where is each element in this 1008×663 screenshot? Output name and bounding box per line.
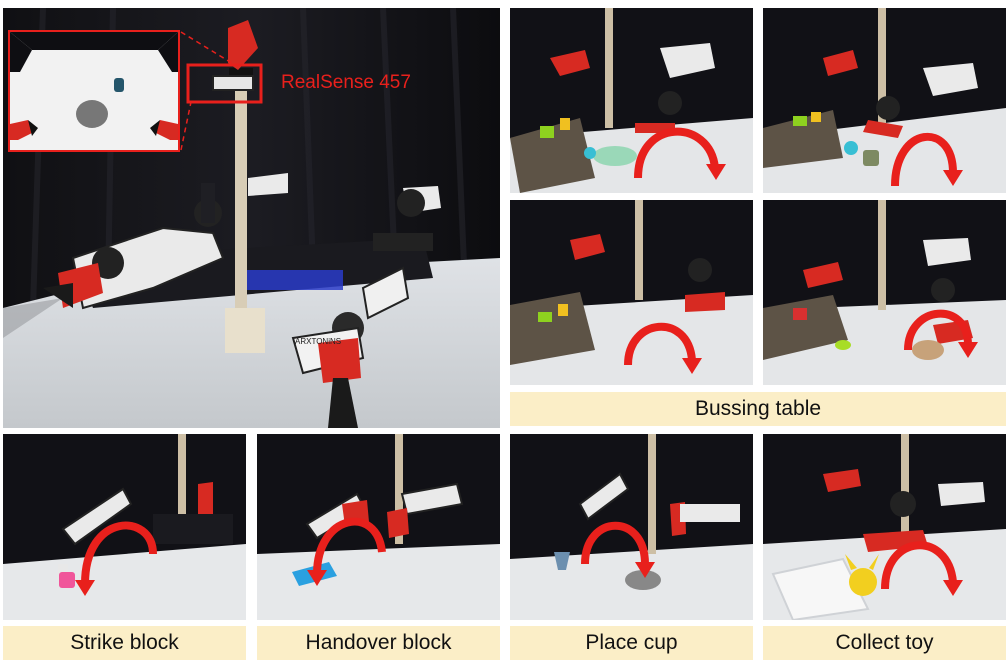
collect-toy-scene — [763, 434, 1006, 620]
camera-label: RealSense 457 — [281, 72, 411, 93]
bussing-photo-3 — [510, 200, 753, 385]
handover-block-scene — [257, 434, 500, 620]
strike-block-scene — [3, 434, 246, 620]
caption-bussing-table: Bussing table — [510, 392, 1006, 426]
strike-block-photo — [3, 434, 246, 620]
handover-block-photo — [257, 434, 500, 620]
place-cup-scene — [510, 434, 753, 620]
bussing-scene-3 — [510, 200, 753, 385]
robot-brand-text: ARXTONiNS — [295, 337, 341, 346]
main-setup-photo: ARXTONiNS — [3, 8, 500, 428]
collect-toy-photo — [763, 434, 1006, 620]
camera-highlight-box — [186, 63, 263, 104]
bussing-scene-1 — [510, 8, 753, 193]
bussing-photo-1 — [510, 8, 753, 193]
bussing-photo-4 — [763, 200, 1006, 385]
camera-view-scene — [10, 32, 178, 150]
caption-collect-toy: Collect toy — [763, 626, 1006, 660]
caption-handover-block: Handover block — [257, 626, 500, 660]
caption-strike-block: Strike block — [3, 626, 246, 660]
bussing-photo-2 — [763, 8, 1006, 193]
main-setup-scene: ARXTONiNS — [3, 8, 500, 428]
place-cup-photo — [510, 434, 753, 620]
caption-place-cup: Place cup — [510, 626, 753, 660]
bussing-scene-4 — [763, 200, 1006, 385]
camera-view-inset — [8, 30, 180, 152]
bussing-scene-2 — [763, 8, 1006, 193]
